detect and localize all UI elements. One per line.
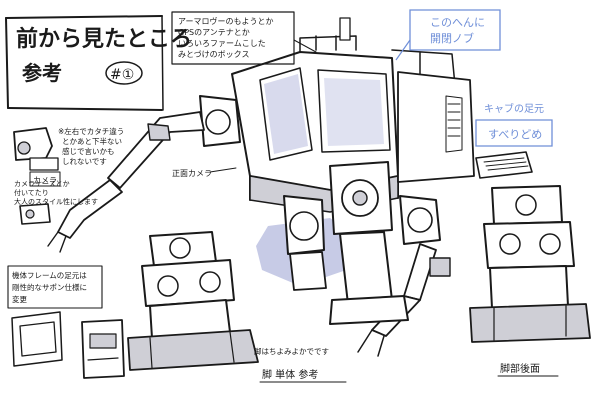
note-body-frame-line1: 機体フレームの足元は (12, 270, 87, 280)
note-camera-case-line2: 付いてたり (14, 188, 49, 197)
mech-cabin (231, 17, 475, 213)
camera-case-sketch (19, 203, 51, 225)
note-antenna-line2: GPSのアンテナとか (178, 28, 250, 37)
note-camera-line1: ※左右でカタチ違う (58, 126, 124, 136)
sheet-badge: #① (110, 67, 134, 83)
note-opening: このへんに 開閉ノブ (395, 9, 501, 61)
note-leg-line: 脚はちよみよかでです (254, 346, 329, 356)
note-body-frame-line3: 変更 (12, 294, 27, 304)
note-camera-case-line1: カメラケースとか (14, 180, 70, 188)
leg-study-left (127, 231, 259, 371)
note-front-camera: 正面カメラ (172, 167, 237, 178)
note-opening-line1: このへんに (430, 16, 485, 29)
title-panel: 前から見たところ 参考 #① (5, 15, 192, 111)
note-antenna-box: アーマロヴーのもようとか GPSのアンテナとか いろいろファームこした みとづけ… (171, 11, 317, 65)
note-cabin-foot: キャブの足元 すべりどめ (475, 102, 553, 147)
note-body-frame-line2: 剛性的なサポン仕様に (12, 282, 87, 292)
note-legs: 脚はちよみよかでです 脚 単体 参考 脚部後面 (254, 346, 559, 383)
title-line2: 参考 (22, 61, 62, 85)
note-body-frame: 機体フレームの足元は 剛性的なサポン仕様に 変更 (7, 265, 103, 309)
note-camera-case: カメラケースとか 付いてたり 大人のスタイル性にします (14, 180, 98, 206)
note-camera-line2: とかあと下半ない (62, 136, 122, 146)
note-opening-line2: 開閉ノブ (430, 31, 474, 45)
note-camera-line3: 感じで言いかも (62, 146, 115, 156)
note-leg-back: 脚部後面 (500, 362, 540, 375)
note-camera-case-line3: 大人のスタイル性にします (14, 197, 98, 206)
note-anti-slip-text: すべりどめ (488, 128, 542, 141)
note-cabin-foot-text: キャブの足元 (484, 102, 544, 115)
mech-left-arm (47, 95, 241, 253)
anti-slip-pad-sketch (475, 151, 533, 179)
mech-legs (283, 161, 409, 325)
note-antenna-line1: アーマロヴーのもようとか (178, 16, 274, 26)
note-camera: ※左右でカタチ違う とかあと下半ない 感じで言いかも しれないです カメラ (29, 126, 124, 187)
leg-study-right (469, 185, 591, 343)
title-line1: 前から見たところ (16, 26, 192, 52)
camera-sketch (13, 127, 59, 171)
note-leg-ref: 脚 単体 参考 (262, 368, 318, 381)
note-antenna-line4: みとづけのボックス (178, 50, 249, 59)
frame-detail-sketch (11, 311, 125, 379)
note-camera-line4: しれないです (62, 157, 107, 166)
note-front-camera-text: 正面カメラ (172, 169, 212, 178)
note-camera-label: カメラ (33, 176, 57, 185)
note-antenna-line3: いろいろファームこした (178, 39, 266, 48)
